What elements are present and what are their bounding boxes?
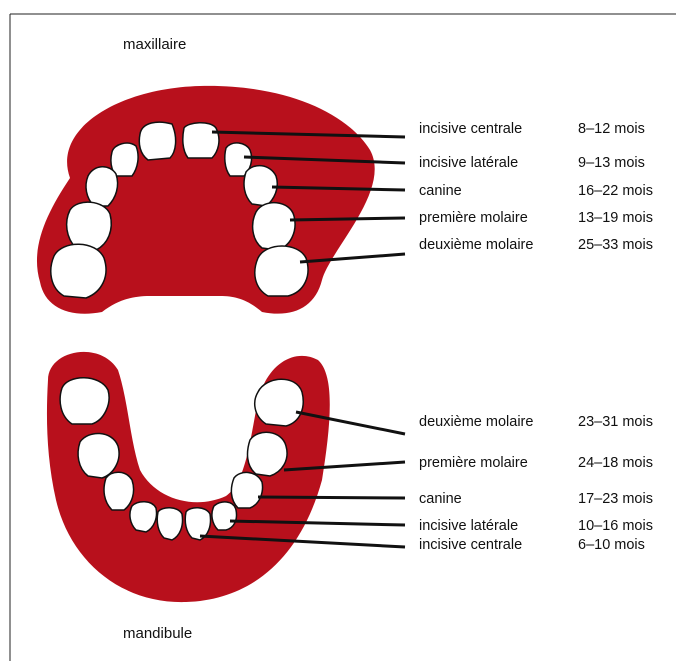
lower-label-central-incisor: incisive centrale (419, 537, 522, 553)
upper-left-central-incisor (139, 122, 175, 160)
pointer-upper-first-molar (290, 218, 405, 220)
lower-jaw (47, 352, 405, 602)
lower-label-first-molar: première molaire (419, 455, 528, 471)
lower-left-first-molar (78, 433, 119, 478)
lower-label-second-molar: deuxième molaire (419, 414, 533, 430)
lower-jaw-title: mandibule (123, 625, 192, 642)
upper-right-first-molar (253, 203, 295, 250)
lower-left-second-molar (60, 378, 109, 424)
upper-age-central-incisor: 8–12 mois (578, 121, 645, 137)
lower-label-canine: canine (419, 491, 462, 507)
lower-age-canine: 17–23 mois (578, 491, 653, 507)
lower-right-canine (231, 472, 262, 508)
lower-left-central-incisor (157, 508, 182, 540)
upper-age-first-molar: 13–19 mois (578, 210, 653, 226)
upper-age-second-molar: 25–33 mois (578, 237, 653, 253)
upper-label-second-molar: deuxième molaire (419, 237, 533, 253)
lower-age-central-incisor: 6–10 mois (578, 537, 645, 553)
lower-age-first-molar: 24–18 mois (578, 455, 653, 471)
upper-age-canine: 16–22 mois (578, 183, 653, 199)
lower-right-second-molar (255, 379, 303, 426)
upper-right-central-incisor (183, 123, 219, 158)
upper-label-lateral-incisor: incisive latérale (419, 155, 518, 171)
upper-label-central-incisor: incisive centrale (419, 121, 522, 137)
upper-label-first-molar: première molaire (419, 210, 528, 226)
pointer-lower-canine (258, 497, 405, 498)
upper-jaw (37, 86, 405, 314)
upper-label-canine: canine (419, 183, 462, 199)
lower-age-second-molar: 23–31 mois (578, 414, 653, 430)
upper-left-canine (86, 167, 118, 206)
lower-right-first-molar (248, 432, 288, 476)
upper-left-lateral-incisor (111, 143, 138, 176)
lower-left-canine (104, 472, 134, 510)
lower-label-lateral-incisor: incisive latérale (419, 518, 518, 534)
upper-left-second-molar (51, 244, 106, 298)
upper-jaw-title: maxillaire (123, 36, 186, 53)
lower-right-lateral-incisor (212, 502, 237, 530)
upper-right-second-molar (255, 246, 308, 296)
lower-left-lateral-incisor (130, 502, 157, 532)
lower-age-lateral-incisor: 10–16 mois (578, 518, 653, 534)
upper-age-lateral-incisor: 9–13 mois (578, 155, 645, 171)
upper-left-first-molar (67, 202, 112, 250)
